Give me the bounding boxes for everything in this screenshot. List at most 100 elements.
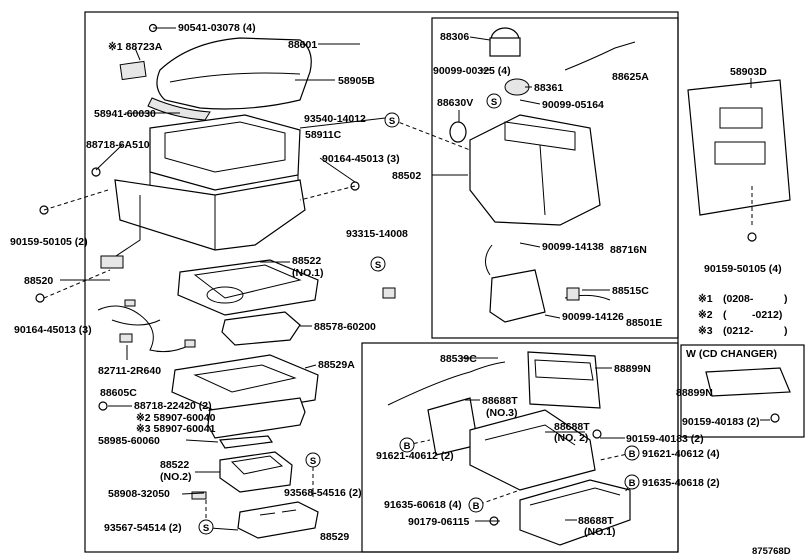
label-88716n: 88716N [610,244,647,256]
note-2-close: -0212) [752,309,782,321]
note-3-text: (0212- [723,325,754,337]
label-93568: 93568-54516 (2) [284,487,362,499]
note-1-text: (0208- [723,293,754,305]
label-88520: 88520 [24,275,53,287]
label-91635-right: 91635-40618 (2) [642,477,720,489]
box-subframe [361,342,679,553]
label-88522-no2-sub: (NO.2) [160,471,192,483]
note-2-text: ( [723,309,727,321]
svg-text:S: S [389,116,395,127]
s-mark-93315: S [370,256,386,272]
b-mark-91635-left: B [468,497,484,513]
diagram-id: 875768D [752,546,791,557]
label-58985: 58985-60060 [98,435,160,447]
gasket-88578 [221,311,301,346]
b-mark-91621-left: B [399,437,415,453]
label-88718-22420: 88718-22420 (2) [134,400,212,412]
box-58911c [149,114,301,205]
s-mark-90099: S [486,93,502,109]
tray-88899n-cd [705,367,791,397]
label-58907-60040: ※2 58907-60040 [136,412,216,424]
label-88605c: 88605C [100,387,137,399]
label-82711: 82711-2R640 [98,365,161,377]
label-88306: 88306 [440,31,469,43]
mat-88529 [237,501,319,539]
label-93567: 93567-54514 (2) [104,522,182,534]
screw-cd [770,413,780,423]
s-mark-93567: S [198,519,214,535]
note-3-close: ) [784,325,788,337]
label-88502: 88502 [392,170,421,182]
label-90164-left: 90164-45013 (3) [14,324,92,336]
label-88718-6a510: 88718-6A510 [86,139,150,151]
label-90099-00325: 90099-00325 (4) [433,65,511,77]
label-88361: 88361 [534,82,563,94]
tray-88522-no2 [219,451,293,493]
note-3-mark: ※3 [698,325,713,337]
screw-left-upper [39,205,49,215]
label-90164-top: 90164-45013 (3) [322,153,400,165]
blower-unit-88501e [485,244,611,323]
label-90099-14126: 90099-14126 [562,311,624,323]
screw-90159-40183 [592,429,602,439]
tray-88899n [527,351,601,409]
label-88601: 88601 [288,39,317,51]
label-88539c: 88539C [440,353,477,365]
label-90159-40183: 90159-40183 (2) [626,433,704,445]
leader-lines [43,27,770,531]
label-90099-05164: 90099-05164 [542,99,604,111]
label-90159-left: 90159-50105 (2) [10,236,88,248]
part-labels: 90541-03078 (4) ※1 88723A 88601 58905B 5… [10,22,791,557]
case-88502 [469,114,601,226]
svg-text:B: B [629,449,636,460]
label-88688t-no1: 88688T [578,515,614,527]
label-88630v: 88630V [437,97,473,109]
svg-text:B: B [404,441,411,452]
label-88688t-no1-sub: (NO.1) [584,526,616,538]
label-88522-no2: 88522 [160,459,189,471]
label-90159-panel: 90159-50105 (4) [704,263,782,275]
label-90541: 90541-03078 (4) [178,22,256,34]
label-88501e: 88501E [626,317,662,329]
note-1-close: ) [784,293,788,305]
clip-88718 [91,167,101,177]
label-88688t-no3-sub: (NO.3) [486,407,518,419]
pad-88723a [119,60,147,81]
base-88520 [109,179,306,261]
trim-58907 [207,397,306,439]
label-58908: 58908-32050 [108,488,170,500]
label-58903d: 58903D [730,66,767,78]
label-88723a: ※1 88723A [108,41,163,53]
label-58911c: 58911C [305,129,342,141]
bracket-88688t-no2 [469,409,596,491]
svg-text:B: B [473,501,480,512]
svg-text:S: S [203,523,209,534]
label-88522-no1: 88522 [292,255,321,267]
screw-panel [747,232,757,242]
label-91621-left: 91621-40612 (2) [376,450,454,462]
label-88688t-no2-sub: (NO. 2) [554,432,588,444]
harness-88605c [97,299,196,353]
label-90159-cd: 90159-40183 (2) [682,416,760,428]
note-1-mark: ※1 [698,293,713,305]
label-88625a: 88625A [612,71,649,83]
label-88522-no1-sub: (NO.1) [292,267,324,279]
label-88899n-cd: 88899N [676,387,713,399]
label-90179: 90179-06115 [408,516,469,528]
note-2-mark: ※2 [698,309,713,321]
s-mark-93568: S [305,452,321,468]
svg-text:S: S [310,456,316,467]
label-cd-changer: W (CD CHANGER) [686,348,777,360]
part-88630v [449,121,467,143]
trim-58985 [218,435,274,449]
clip-58908 [191,491,207,500]
label-88529a: 88529A [318,359,355,371]
cd-changer-frame [680,344,805,438]
label-88688t-no2: 88688T [554,421,590,433]
svg-text:S: S [491,97,497,108]
clip-88718-b [98,401,108,411]
screw-left-lower [35,293,45,303]
motor-88306 [489,27,521,57]
